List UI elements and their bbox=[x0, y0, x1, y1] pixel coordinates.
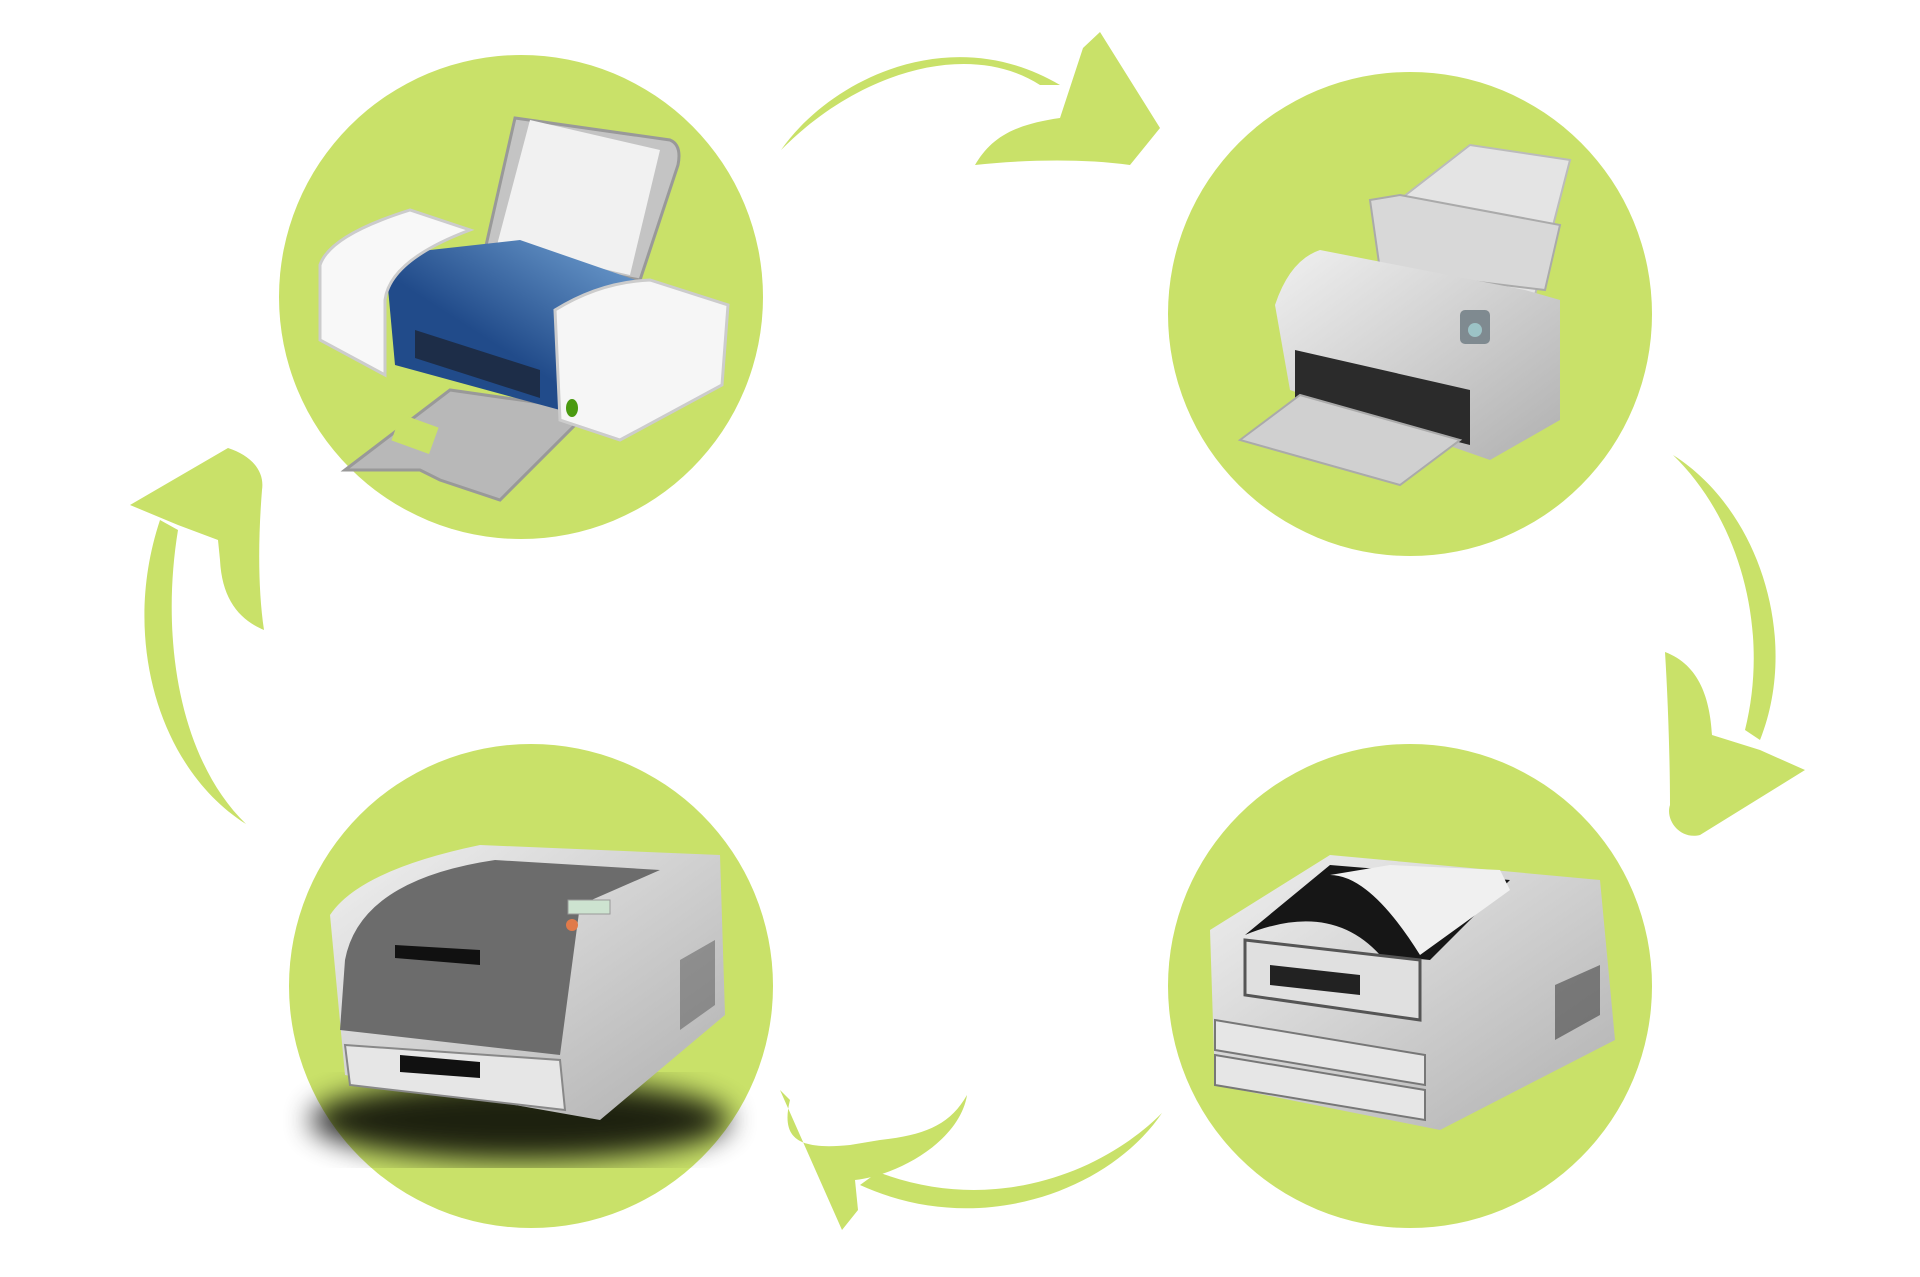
document-scanner-printer-icon bbox=[1237, 143, 1572, 487]
arrow-right-icon bbox=[1665, 455, 1805, 836]
arrow-left-icon bbox=[130, 448, 264, 824]
arrow-top-icon bbox=[781, 32, 1160, 165]
office-printer-icon bbox=[310, 845, 730, 1160]
inkjet-printer-icon bbox=[318, 116, 730, 502]
laser-printer-icon bbox=[1210, 855, 1615, 1130]
arrow-bottom-icon bbox=[780, 1090, 1162, 1230]
